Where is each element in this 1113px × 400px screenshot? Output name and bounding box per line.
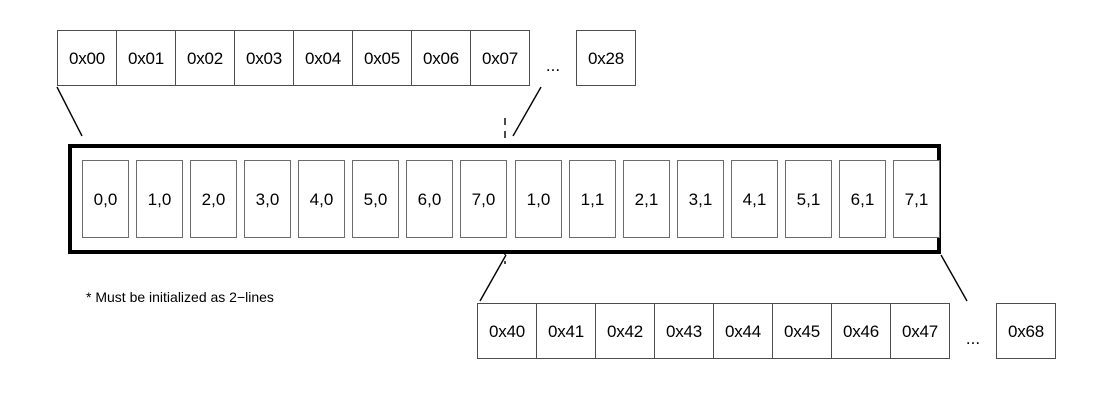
line-cell: 2,1 xyxy=(623,160,670,238)
address-cell: 0x05 xyxy=(352,30,412,86)
address-cell: 0x40 xyxy=(477,303,537,359)
address-cell: 0x45 xyxy=(772,303,832,359)
line-cell: 3,0 xyxy=(244,160,291,238)
initialization-note: * Must be initialized as 2−lines xyxy=(86,289,274,305)
address-cell: 0x04 xyxy=(293,30,353,86)
leader-line-bottom-left xyxy=(479,254,507,302)
address-cell: 0x43 xyxy=(654,303,714,359)
address-cell: 0x07 xyxy=(470,30,530,86)
line-cell: 6,1 xyxy=(839,160,886,238)
leader-line-bottom-right xyxy=(940,254,968,302)
top-address-strip: 0x00 0x01 0x02 0x03 0x04 0x05 0x06 0x07 … xyxy=(57,30,636,86)
line-cell: 1,1 xyxy=(569,160,616,238)
ellipsis-separator: ... xyxy=(545,56,561,75)
address-cell: 0x00 xyxy=(57,30,117,86)
address-cell-trailing: 0x28 xyxy=(576,30,636,86)
line-cell: 4,0 xyxy=(298,160,345,238)
line-cell: 0,0 xyxy=(82,160,129,238)
line-cell: 1,0 xyxy=(136,160,183,238)
address-cell: 0x03 xyxy=(234,30,294,86)
line-cell: 6,0 xyxy=(406,160,453,238)
address-cell: 0x02 xyxy=(175,30,235,86)
address-cell: 0x47 xyxy=(890,303,950,359)
line-cell: 7,0 xyxy=(460,160,507,238)
address-cell: 0x44 xyxy=(713,303,773,359)
cache-line-bar: 0,0 1,0 2,0 3,0 4,0 5,0 6,0 7,0 1,0 1,1 … xyxy=(68,144,941,254)
bottom-address-strip: 0x40 0x41 0x42 0x43 0x44 0x45 0x46 0x47 … xyxy=(477,303,1056,359)
address-cell: 0x01 xyxy=(116,30,176,86)
line-cell: 4,1 xyxy=(731,160,778,238)
line-cell: 2,0 xyxy=(190,160,237,238)
line-cell: 7,1 xyxy=(893,160,940,238)
line-cell: 5,0 xyxy=(352,160,399,238)
line-cell: 1,0 xyxy=(515,160,562,238)
address-cell: 0x46 xyxy=(831,303,891,359)
address-cell-trailing: 0x68 xyxy=(996,303,1056,359)
line-cell: 5,1 xyxy=(785,160,832,238)
leader-line-top-right xyxy=(512,86,542,137)
ellipsis-separator: ... xyxy=(965,329,981,348)
leader-line-top-left xyxy=(56,86,83,137)
address-cell: 0x06 xyxy=(411,30,471,86)
address-cell: 0x42 xyxy=(595,303,655,359)
address-cell: 0x41 xyxy=(536,303,596,359)
line-cell: 3,1 xyxy=(677,160,724,238)
